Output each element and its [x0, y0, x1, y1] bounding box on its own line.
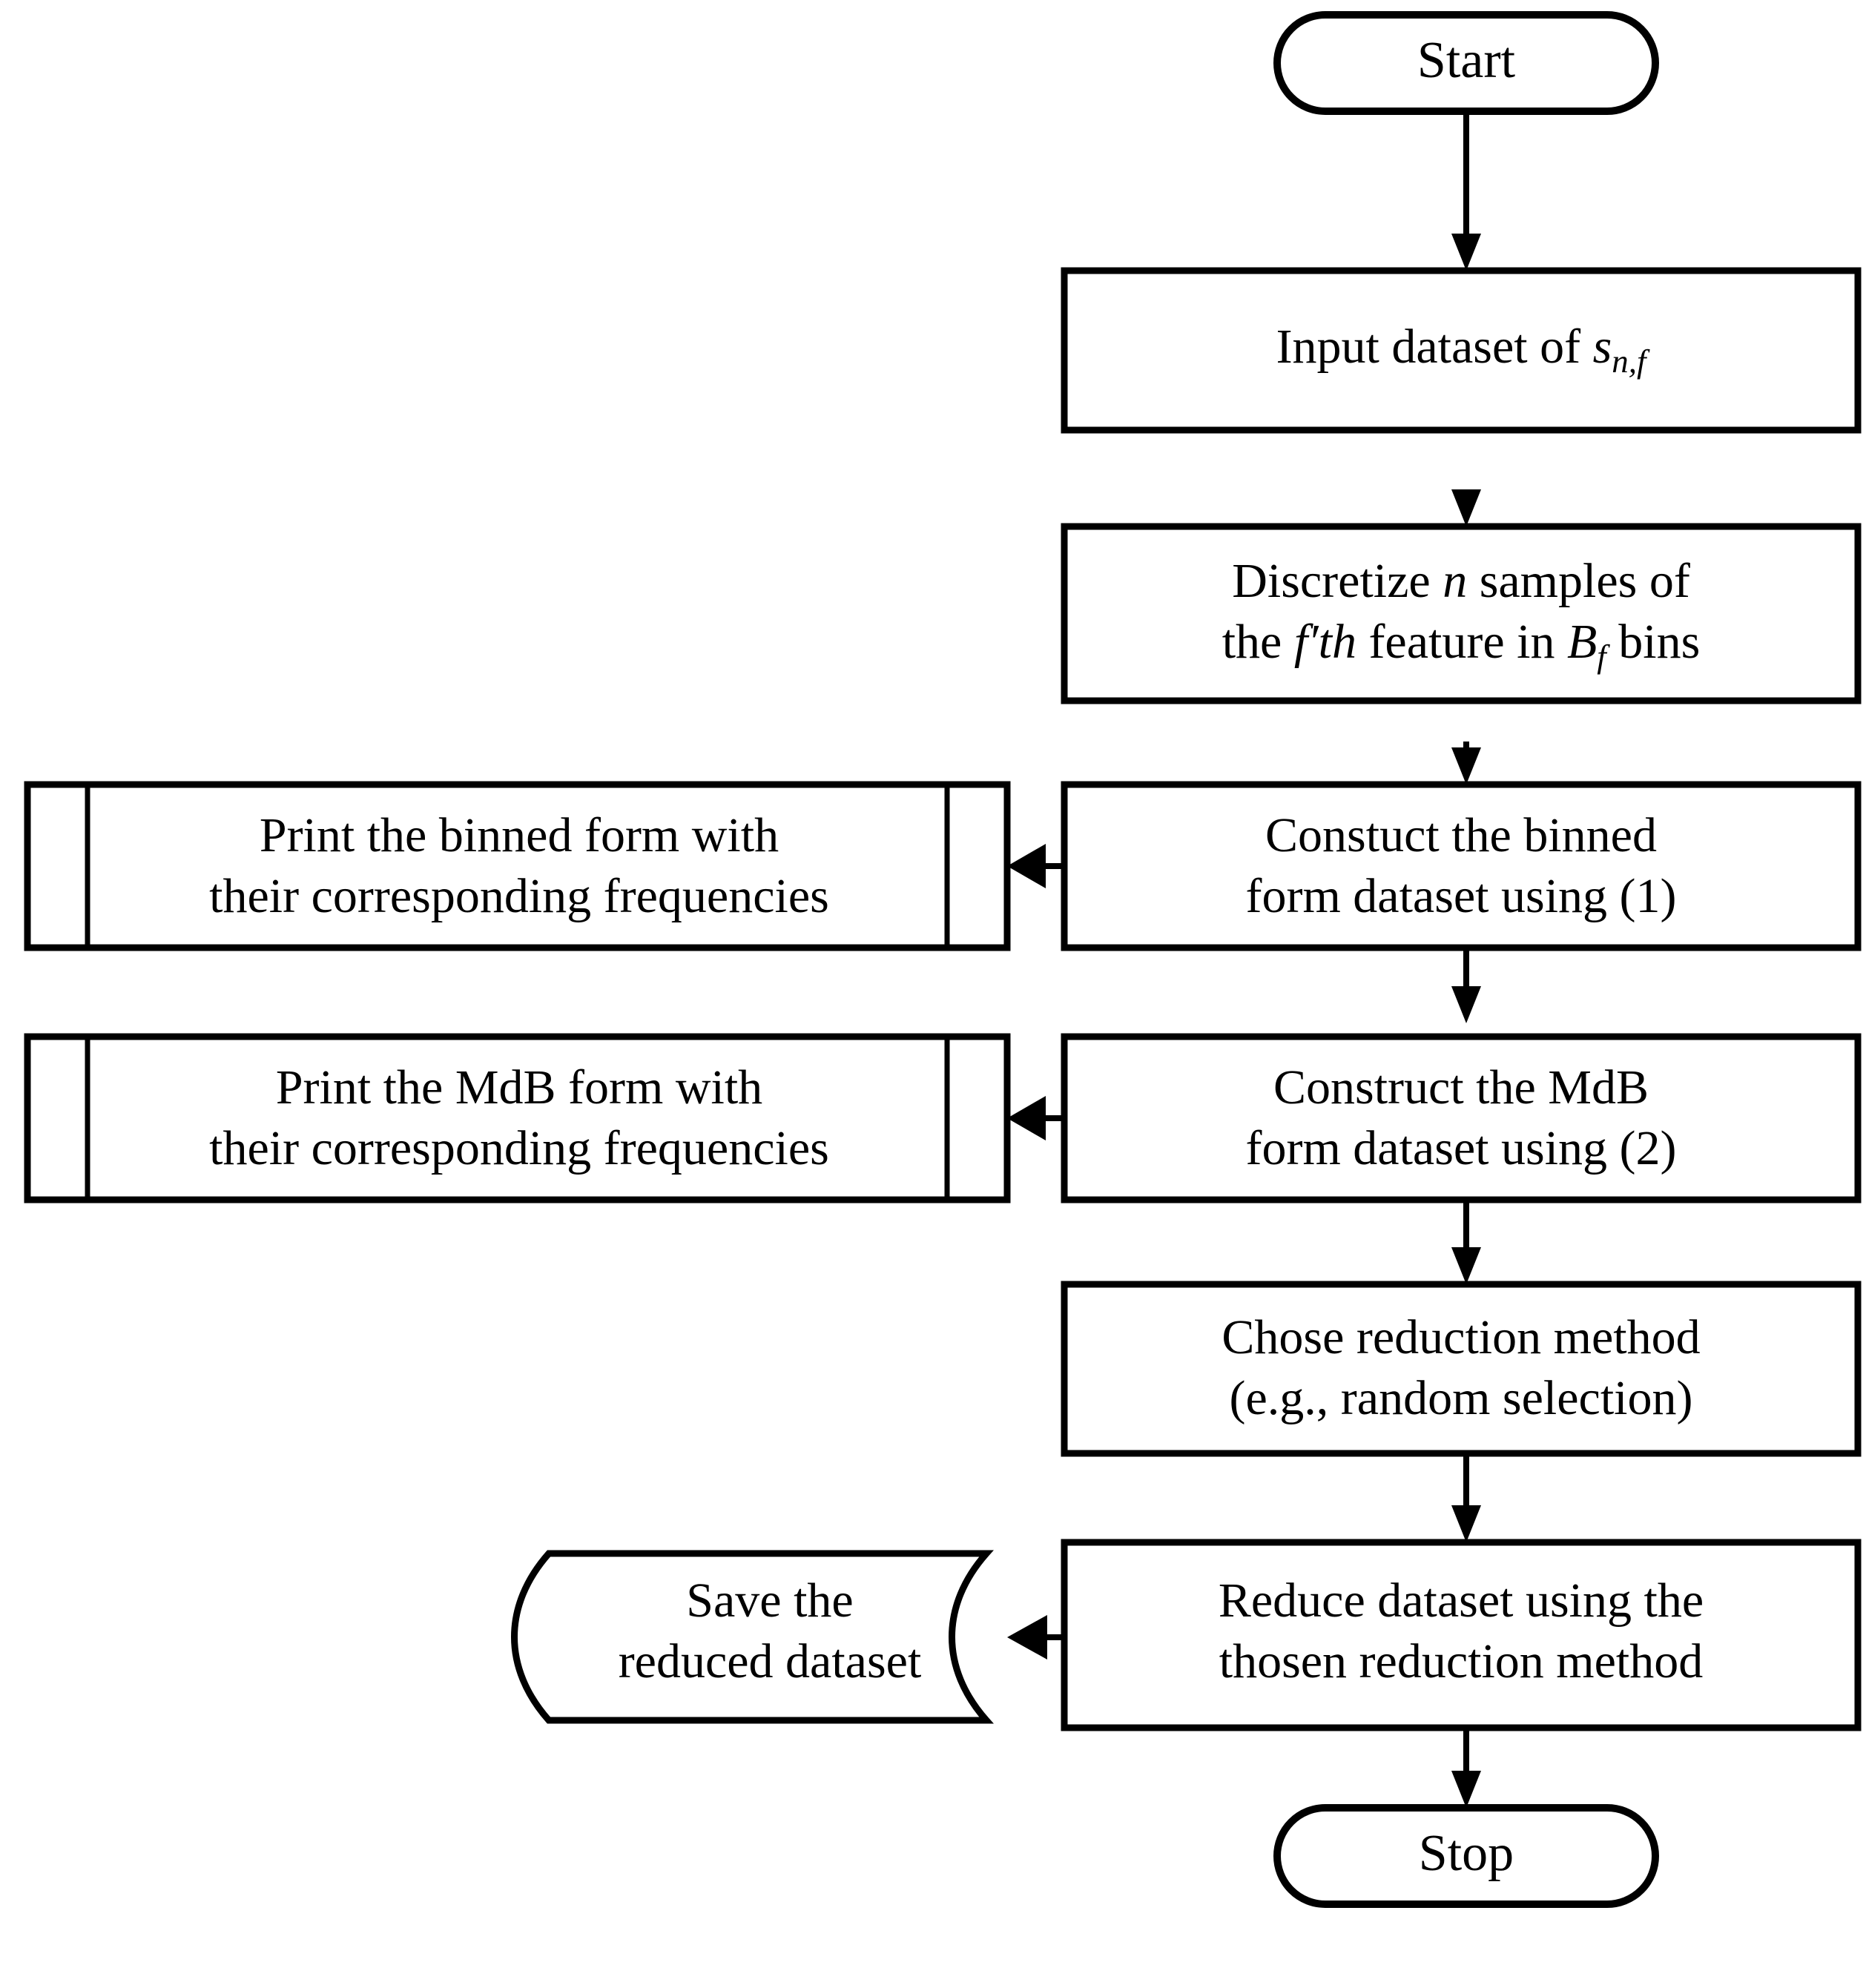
- connectors: [1007, 111, 1481, 1808]
- chose-method-shape: [1061, 1281, 1862, 1457]
- construct-mdb-line2: form dataset using (2): [1245, 1121, 1676, 1175]
- print-binned-line2: their corresponding frequencies: [209, 869, 829, 923]
- edge-input-to-discretize: [1451, 489, 1481, 526]
- node-print-mdb[interactable]: Print the MdB form with their correspond…: [24, 1033, 1011, 1203]
- chose-method-line1: Chose reduction method: [1222, 1310, 1700, 1364]
- stop-label: Stop: [1419, 1825, 1514, 1882]
- node-start[interactable]: Start: [1273, 11, 1659, 115]
- edge-construct-binned-to-construct-mdb: [1451, 948, 1481, 1023]
- print-mdb-shape: [24, 1033, 1011, 1203]
- construct-binned-line1: Constuct the binned: [1265, 808, 1657, 862]
- node-stop[interactable]: Stop: [1273, 1804, 1659, 1908]
- reduce-dataset-line1: Reduce dataset using the: [1219, 1573, 1704, 1628]
- discretize-var-n: n: [1443, 554, 1467, 608]
- node-construct-binned[interactable]: Constuct the binned form dataset using (…: [1061, 781, 1862, 951]
- edge-reduce-to-save: [1007, 1615, 1064, 1660]
- save-dataset-line1: Save the: [686, 1573, 853, 1628]
- chose-method-line2: (e.g., random selection): [1230, 1371, 1693, 1425]
- input-dataset-label: Input dataset of sn,f: [1276, 320, 1650, 380]
- stop-shape: [1273, 1804, 1659, 1908]
- reduce-dataset-line2: thosen reduction method: [1219, 1634, 1704, 1688]
- input-dataset-sub: n,f: [1612, 343, 1650, 380]
- discretize-var-fth: f′th: [1294, 615, 1356, 669]
- edge-start-to-input: [1451, 111, 1481, 271]
- edge-reduce-to-stop: [1451, 1728, 1481, 1808]
- reduce-dataset-shape: [1061, 1539, 1862, 1731]
- edge-construct-mdb-to-chose-method: [1451, 1200, 1481, 1284]
- discretize-line2-c: bins: [1606, 615, 1701, 669]
- edge-construct-binned-to-print-binned: [1007, 844, 1064, 888]
- print-binned-shape: [24, 781, 1011, 951]
- print-mdb-line2: their corresponding frequencies: [209, 1121, 829, 1175]
- node-print-binned[interactable]: Print the binned form with their corresp…: [24, 781, 1011, 951]
- save-dataset-line2: reduced dataset: [619, 1634, 922, 1688]
- node-save-dataset[interactable]: Save the reduced dataset: [511, 1550, 994, 1724]
- discretize-line1: Discretize n samples of: [1232, 554, 1690, 608]
- discretize-line1-a: Discretize: [1232, 554, 1443, 608]
- node-chose-method[interactable]: Chose reduction method (e.g., random sel…: [1061, 1281, 1862, 1457]
- print-mdb-line1: Print the MdB form with: [276, 1060, 762, 1114]
- input-dataset-var: s: [1593, 320, 1612, 374]
- save-dataset-shape: [511, 1550, 994, 1724]
- node-construct-mdb[interactable]: Construct the MdB form dataset using (2): [1061, 1033, 1862, 1203]
- edge-construct-mdb-to-print-mdb: [1007, 1096, 1064, 1140]
- construct-binned-shape: [1061, 781, 1862, 951]
- node-reduce-dataset[interactable]: Reduce dataset using the thosen reductio…: [1061, 1539, 1862, 1731]
- discretize-line1-b: samples of: [1467, 554, 1690, 608]
- edge-discretize-to-construct-binned: [1451, 742, 1481, 785]
- discretize-shape: [1061, 523, 1862, 704]
- edge-chose-method-to-reduce: [1451, 1453, 1481, 1542]
- start-shape: [1273, 11, 1659, 115]
- node-input-dataset[interactable]: Input dataset of sn,f: [1061, 267, 1862, 434]
- construct-binned-line2: form dataset using (1): [1245, 869, 1676, 923]
- input-dataset-shape: [1061, 267, 1862, 434]
- node-discretize[interactable]: Discretize n samples of the f′th feature…: [1061, 523, 1862, 704]
- input-dataset-text: Input dataset of: [1276, 320, 1593, 374]
- discretize-line2: the f′th feature in Bf bins: [1222, 615, 1701, 675]
- construct-mdb-shape: [1061, 1033, 1862, 1203]
- start-label: Start: [1417, 32, 1516, 89]
- print-binned-line1: Print the binned form with: [260, 808, 779, 862]
- discretize-var-b: B: [1567, 615, 1597, 669]
- discretize-line2-a: the: [1222, 615, 1294, 669]
- construct-mdb-line1: Construct the MdB: [1273, 1060, 1649, 1114]
- discretize-line2-b: feature in: [1356, 615, 1567, 669]
